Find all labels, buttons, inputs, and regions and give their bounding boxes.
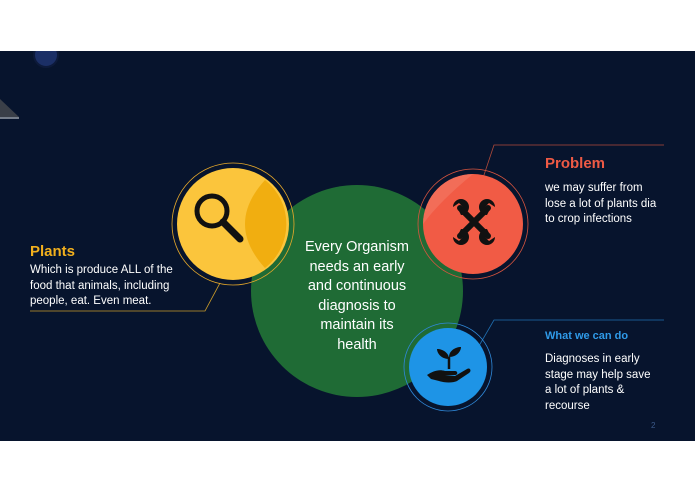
what-we-can-do-description: Diagnoses in early stage may help save a… — [545, 352, 685, 414]
center-line: diagnosis to — [318, 297, 396, 314]
center-line: health — [337, 336, 377, 353]
center-line: Every Organism — [305, 239, 409, 255]
plants-title: Plants — [30, 243, 76, 260]
what-line: Diagnoses in early — [545, 353, 640, 365]
problem-line: to crop infections — [545, 213, 632, 225]
problem-description: we may suffer from lose a lot of plants … — [545, 181, 685, 228]
plants-connector-line — [30, 282, 221, 312]
page-number: 2 — [651, 421, 656, 430]
plants-description: Which is produce ALL of the food that an… — [30, 263, 220, 310]
diagram-graphics — [30, 144, 664, 412]
problem-line: lose a lot of plants dia — [545, 197, 657, 210]
presentation-slide: Plants Which is produce ALL of the food … — [0, 51, 695, 441]
magnifier-outer-ring — [171, 162, 295, 286]
what-line: stage may help save — [545, 368, 651, 381]
center-line: maintain its — [320, 317, 394, 333]
wrench-cross-icon — [453, 199, 495, 245]
center-line: needs an early — [309, 258, 405, 275]
plants-line: Which is produce ALL of the — [30, 264, 173, 276]
problem-outer-ring — [417, 168, 529, 280]
center-circle — [251, 185, 463, 397]
what-line: a lot of plants & — [545, 384, 625, 396]
center-line: and continuous — [307, 278, 407, 294]
what-line: recourse — [545, 399, 590, 412]
what-we-can-do-title: What we can do — [545, 330, 629, 342]
plants-line: food that animals, including — [30, 279, 170, 292]
problem-line: we may suffer from — [545, 182, 643, 194]
magnifier-icon — [194, 193, 244, 243]
shelf-decoration-icon — [0, 51, 59, 119]
what-outer-ring — [403, 322, 493, 412]
problem-title: Problem — [545, 155, 606, 172]
center-message: Every Organism needs an early and contin… — [280, 238, 434, 355]
hand-plant-icon — [427, 347, 471, 383]
plants-line: people, eat. Even meat. — [30, 295, 152, 307]
what-connector-line — [475, 319, 664, 352]
